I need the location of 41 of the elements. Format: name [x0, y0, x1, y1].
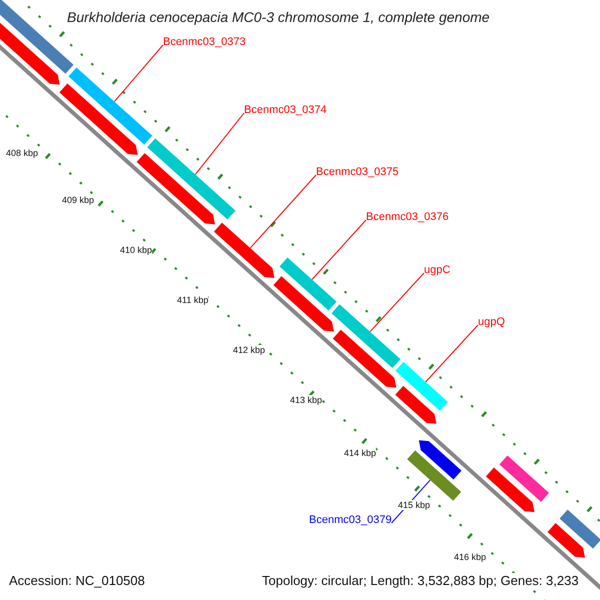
gene-feature: [279, 257, 337, 311]
leader-line: [250, 174, 316, 249]
gene-feature: [332, 330, 396, 388]
scale-label: 416 kbp: [454, 552, 486, 562]
gene-label: ugpC: [424, 264, 450, 276]
gene-label: Bcenmc03_0379: [309, 514, 392, 526]
leader-line: [369, 272, 424, 332]
footer-text: Accession: NC_010508: [9, 573, 145, 588]
scale-label: 408 kbp: [6, 148, 38, 158]
gene-label: Bcenmc03_0376: [366, 211, 449, 223]
gene-feature: [548, 523, 585, 558]
gene-feature: [486, 468, 534, 512]
gene-feature: [395, 362, 448, 411]
leader-line: [425, 324, 478, 382]
title: Burkholderia cenocepacia MC0-3 chromosome 1, complete genome: [67, 9, 490, 25]
scale-label: 409 kbp: [62, 195, 94, 205]
gene-feature: [214, 222, 274, 278]
gene-feature: [68, 67, 152, 145]
gene-feature: [147, 138, 236, 220]
gene-feature: [560, 510, 600, 549]
leader-line: [194, 112, 244, 175]
gene-feature: [136, 153, 215, 224]
scale-label: 415 kbp: [398, 500, 430, 510]
gene-label: Bcenmc03_0374: [244, 104, 327, 116]
gene-feature: [418, 440, 462, 480]
scale-label: 412 kbp: [233, 345, 266, 355]
gene-label: Bcenmc03_0375: [316, 166, 399, 178]
gene-feature: [395, 386, 436, 424]
gene-feature: [59, 84, 138, 155]
scale-label: 414 kbp: [344, 448, 376, 458]
footer-text: Topology: circular; Length: 3,532,883 bp; Genes: 3,233: [262, 573, 579, 588]
leader-line: [312, 220, 366, 280]
scale-label: 411 kbp: [177, 295, 208, 305]
gene-feature: [332, 304, 400, 368]
gene-feature: [273, 276, 334, 332]
gene-feature: [499, 455, 550, 502]
gene-label: Bcenmc03_0373: [163, 36, 246, 48]
scale-label: 410 kbp: [120, 245, 152, 255]
gene-label: ugpQ: [478, 316, 505, 328]
scale-label: 413 kbp: [290, 395, 322, 405]
gene-feature: [407, 450, 462, 501]
